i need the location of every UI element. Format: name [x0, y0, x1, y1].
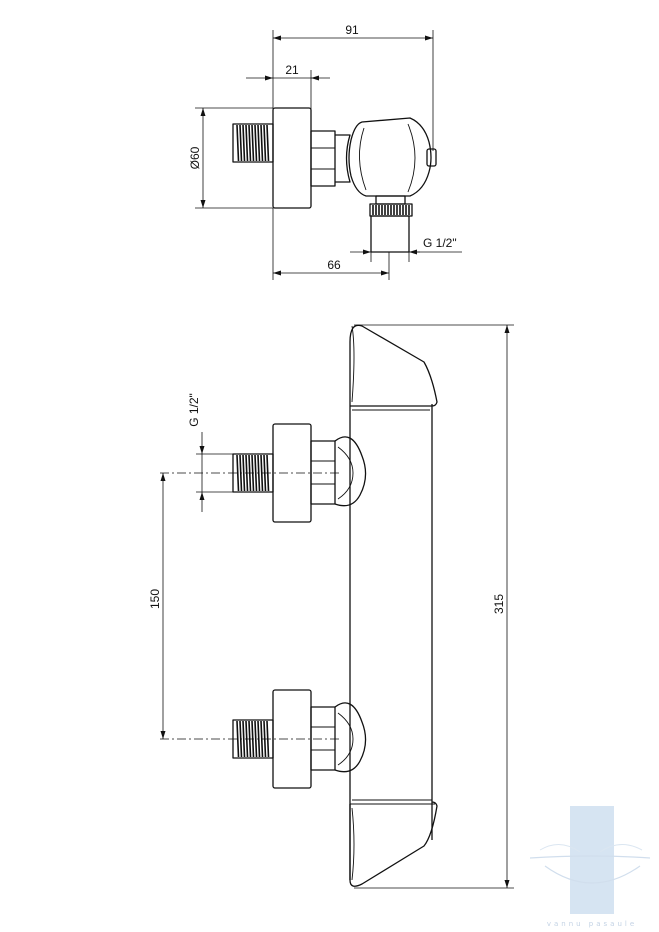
dim-diameter-label: Ø60 [188, 146, 202, 169]
thread-line [254, 454, 258, 492]
dim-diameter-60: Ø60 [188, 107, 273, 209]
thread-line [254, 124, 258, 162]
thread-line [242, 454, 246, 492]
thread-line [236, 720, 240, 758]
top-outlet [369, 195, 413, 253]
thread-line [266, 124, 270, 162]
thread-line [263, 124, 267, 162]
top-lever [426, 148, 437, 167]
front-bottom-cap [349, 799, 438, 887]
dim-91-label: 91 [345, 23, 359, 37]
dim-66: 66 [272, 208, 390, 280]
thread-line [248, 124, 252, 162]
dim-150: 150 [148, 473, 166, 739]
dim-21-label: 21 [285, 63, 299, 77]
thread-line [260, 124, 264, 162]
dim-thread-front: G 1/2" [187, 393, 240, 512]
front-view: G 1/2" 150 315 [148, 324, 514, 889]
thread-line [242, 124, 246, 162]
thread-line [239, 124, 243, 162]
top-thread-connector [232, 123, 274, 163]
dim-thread-front-label: G 1/2" [187, 393, 201, 427]
thread-line [260, 454, 264, 492]
dim-66-label: 66 [327, 258, 341, 272]
top-body [348, 117, 432, 197]
top-hex-nut [310, 130, 336, 187]
top-neck [335, 134, 351, 183]
dim-91: 91 [272, 23, 434, 151]
top-flange [272, 107, 312, 209]
thread-line [236, 454, 240, 492]
top-view: 91 21 Ø60 66 [188, 23, 462, 280]
thread-line [260, 720, 264, 758]
thread-line [257, 124, 261, 162]
watermark-logo: vannu pasaule [529, 806, 651, 928]
dim-315-label: 315 [492, 594, 506, 614]
front-body [349, 342, 433, 880]
dim-315: 315 [354, 324, 514, 889]
thread-line [242, 720, 246, 758]
thread-line [236, 124, 240, 162]
thread-line [245, 124, 249, 162]
dim-thread-top-label: G 1/2" [423, 236, 457, 250]
watermark-text: vannu pasaule [547, 920, 637, 928]
front-top-cap [349, 324, 438, 411]
thread-line [251, 124, 255, 162]
thread-line [254, 720, 258, 758]
dim-150-label: 150 [148, 589, 162, 609]
dim-21: 21 [246, 63, 330, 110]
dim-thread-top: G 1/2" [350, 236, 462, 262]
